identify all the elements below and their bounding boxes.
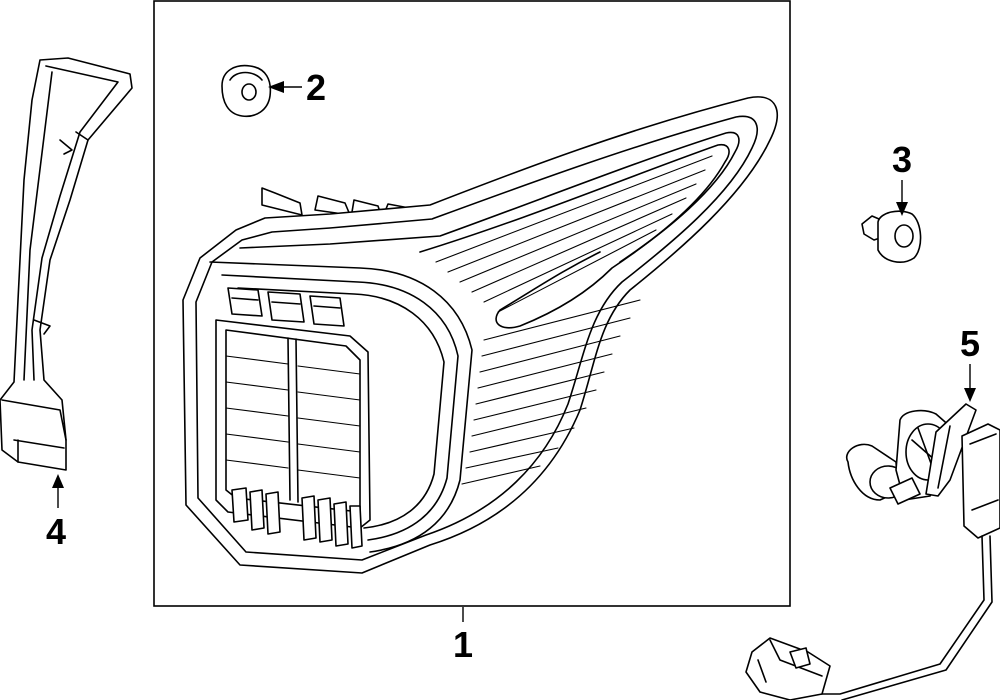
callout-leaders [52,81,976,622]
socket-wire-harness[interactable] [745,403,1000,700]
side-bracket[interactable] [0,57,133,471]
callout-4: 4 [46,511,66,552]
callout-5: 5 [960,323,980,364]
grommet-nut[interactable] [221,64,272,118]
push-clip[interactable] [861,210,922,263]
assembly-frame [153,0,791,607]
callout-2: 2 [306,67,326,108]
callout-3: 3 [892,139,912,180]
callout-1: 1 [453,624,473,665]
tail-lamp-assembly[interactable] [182,96,778,574]
